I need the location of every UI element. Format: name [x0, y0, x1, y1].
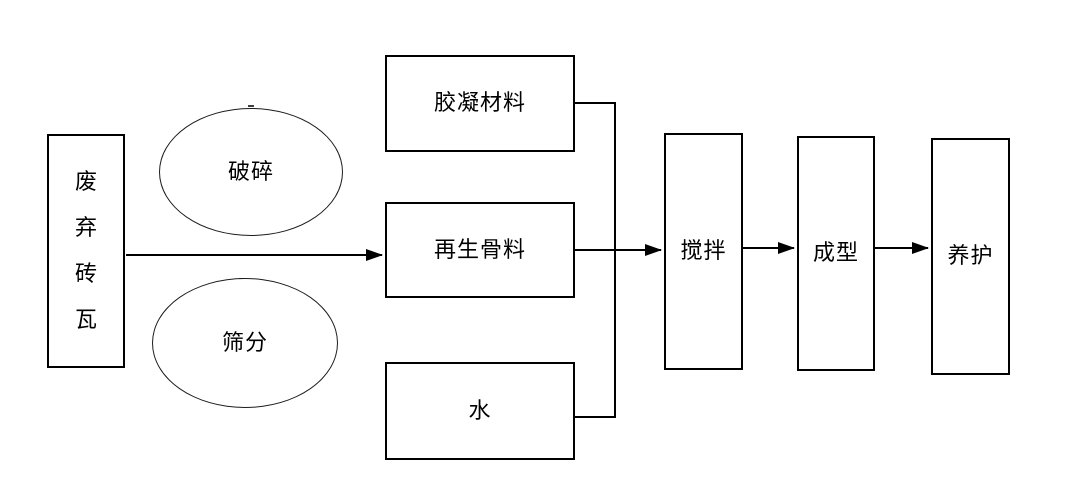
node-waste-bricks: 废弃砖瓦 [47, 134, 125, 368]
node-label: 水 [468, 397, 492, 423]
node-water: 水 [385, 362, 575, 460]
node-forming: 成型 [797, 136, 875, 371]
node-label: 筛分 [221, 329, 268, 355]
node-cementing-material: 胶凝材料 [385, 55, 575, 152]
node-curing: 养护 [931, 138, 1010, 375]
node-mixing: 搅拌 [664, 133, 743, 370]
node-screening-ellipse: 筛分 [152, 278, 338, 408]
node-label: 废弃砖瓦 [74, 169, 97, 332]
node-label: 养护 [947, 243, 994, 269]
node-label: 破碎 [227, 158, 274, 184]
node-label: 成型 [812, 240, 859, 266]
ellipse-anchor-mark [248, 105, 254, 107]
node-recycled-aggregate: 再生骨料 [385, 202, 575, 298]
node-label: 胶凝材料 [433, 90, 526, 116]
connector-collector [575, 102, 616, 418]
node-label: 再生骨料 [433, 236, 526, 262]
node-crushing-ellipse: 破碎 [159, 108, 343, 236]
node-label: 搅拌 [680, 238, 727, 264]
